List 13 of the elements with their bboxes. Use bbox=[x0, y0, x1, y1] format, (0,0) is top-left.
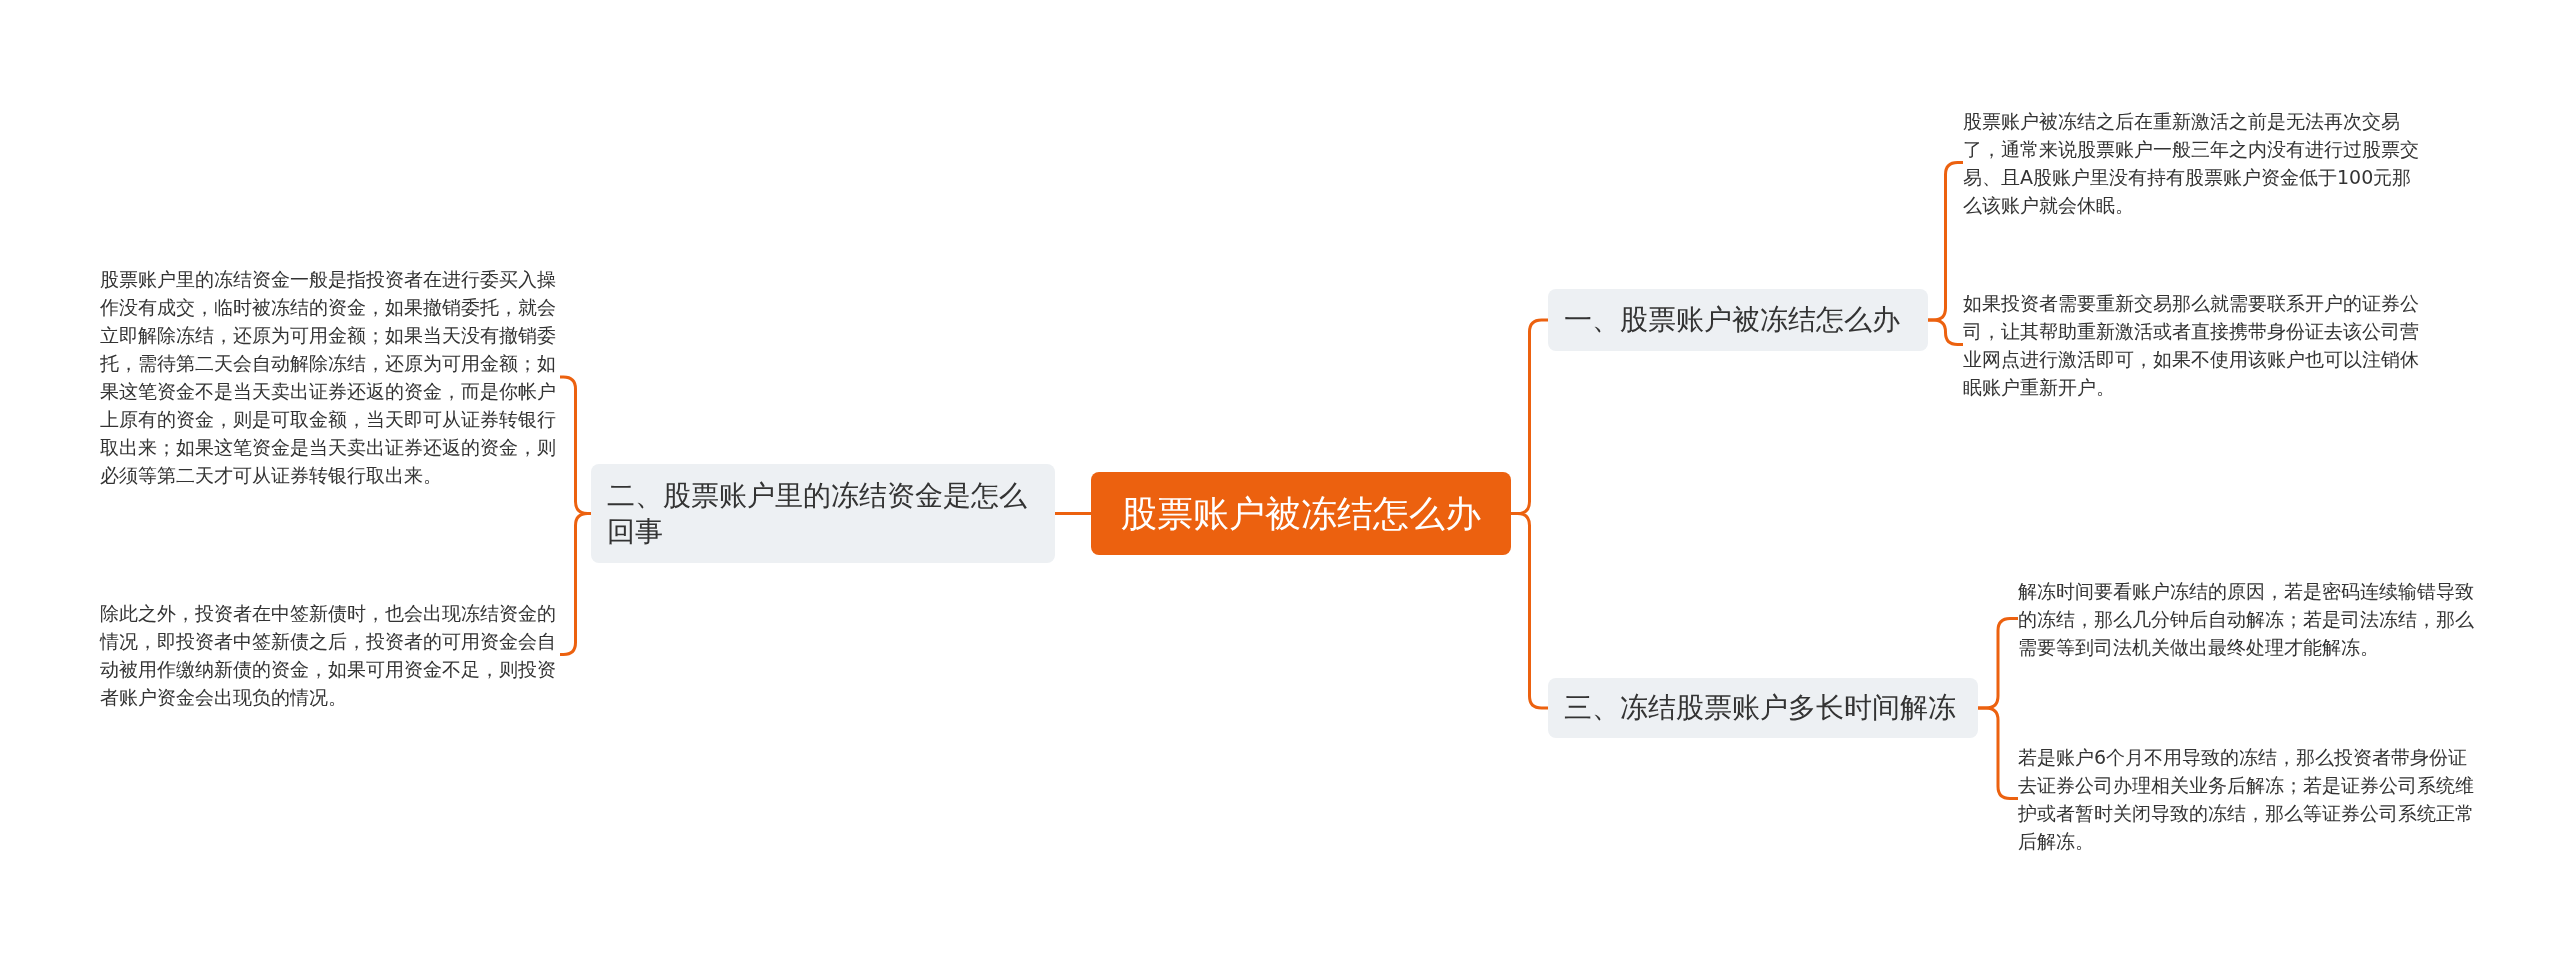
note-text: 股票账户被冻结之后在重新激活之前是无法再次交易了，通常来说股票账户一般三年之内没有进行过股票交易、且A股账户里没有持有股票账户资金低于100元那么该账户就会休眠。 bbox=[1963, 100, 2423, 225]
connector-line bbox=[1511, 512, 1548, 710]
note-text: 除此之外，投资者在中签新债时，也会出现冻结资金的情况，即投资者中签新债之后，投资者的可用资金会自动被用作缴纳新债的资金，如果可用资金不足，则投资者账户资金会出现负的情况。 bbox=[100, 582, 560, 727]
note-text: 若是账户6个月不用导致的冻结，那么投资者带身份证去证券公司办理相关业务后解冻；若是证券公司系统维护或者暂时关闭导致的冻结，那么等证券公司系统正常后解冻。 bbox=[2018, 736, 2478, 861]
connector-line bbox=[1055, 512, 1091, 515]
central-topic: 股票账户被冻结怎么办 bbox=[1091, 472, 1511, 555]
note-text: 如果投资者需要重新交易那么就需要联系开户的证券公司，让其帮助重新激活或者直接携带身份证去该公司营业网点进行激活即可，如果不使用该账户也可以注销休眠账户重新开户。 bbox=[1963, 282, 2423, 407]
topic-box: 一、股票账户被冻结怎么办 bbox=[1548, 289, 1928, 351]
note-text: 解冻时间要看账户冻结的原因，若是密码连续输错导致的冻结，那么几分钟后自动解冻；若是司法冻结，那么需要等到司法机关做出最终处理才能解冻。 bbox=[2018, 556, 2478, 681]
topic-box: 二、股票账户里的冻结资金是怎么回事 bbox=[591, 464, 1055, 563]
topic-box: 三、冻结股票账户多长时间解冻 bbox=[1548, 678, 1978, 738]
note-text: 股票账户里的冻结资金一般是指投资者在进行委买入操作没有成交，临时被冻结的资金，如果撤销委托，就会立即解除冻结，还原为可用金额；如果当天没有撤销委托，需待第二天会自动解除冻结，还原为可用金额；如果这笔资金不是当天卖出证券还返的资金，而是你帐户上原有的资金，则是可取金额，当天即可从证券转银行取出来；如果这笔资金是当天卖出证券还返的资金，则必须等第二天才可从证券转银行取出来。 bbox=[100, 232, 560, 522]
connector-line bbox=[1928, 318, 1963, 346]
